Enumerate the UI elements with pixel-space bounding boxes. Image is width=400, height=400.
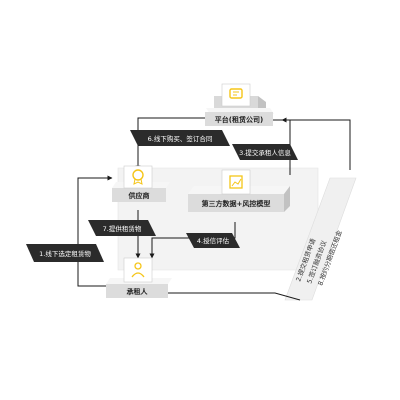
chat-icon	[229, 88, 243, 99]
platform-block: 平台(租赁公司)	[205, 83, 274, 126]
lessee-block: 承租人	[106, 257, 172, 298]
right-band	[284, 177, 357, 301]
supplier-label: 供应商	[128, 191, 150, 200]
chart-icon	[229, 175, 243, 189]
step1-label: 1.线下选定租赁物	[26, 244, 104, 262]
platform-label: 平台(租赁公司)	[215, 115, 263, 124]
supplier-block: 供应商	[112, 165, 170, 202]
step6-label: 6.线下购买、签订合同	[130, 130, 230, 146]
svg-text:6.线下购买、签订合同: 6.线下购买、签订合同	[148, 134, 213, 143]
line-step6	[135, 117, 212, 171]
line-step2-5-8	[166, 292, 301, 301]
line-step1	[77, 175, 113, 287]
line-right-up	[281, 117, 351, 170]
user-icon	[131, 262, 145, 278]
svg-text:7.提供租赁物: 7.提供租赁物	[103, 224, 142, 233]
svg-text:4.授信评估: 4.授信评估	[197, 236, 230, 245]
third-party-label: 第三方数据+风控模型	[202, 199, 271, 208]
badge-icon	[132, 169, 144, 185]
step7-label: 7.提供租赁物	[88, 220, 156, 236]
third-party-block: 第三方数据+风控模型	[188, 169, 290, 212]
step4-label: 4.授信评估	[186, 233, 240, 248]
svg-text:1.线下选定租赁物: 1.线下选定租赁物	[39, 249, 91, 258]
svg-text:3.提交承租人信息: 3.提交承租人信息	[239, 148, 291, 157]
lessee-label: 承租人	[127, 287, 149, 296]
step3-label: 3.提交承租人信息	[232, 144, 298, 160]
